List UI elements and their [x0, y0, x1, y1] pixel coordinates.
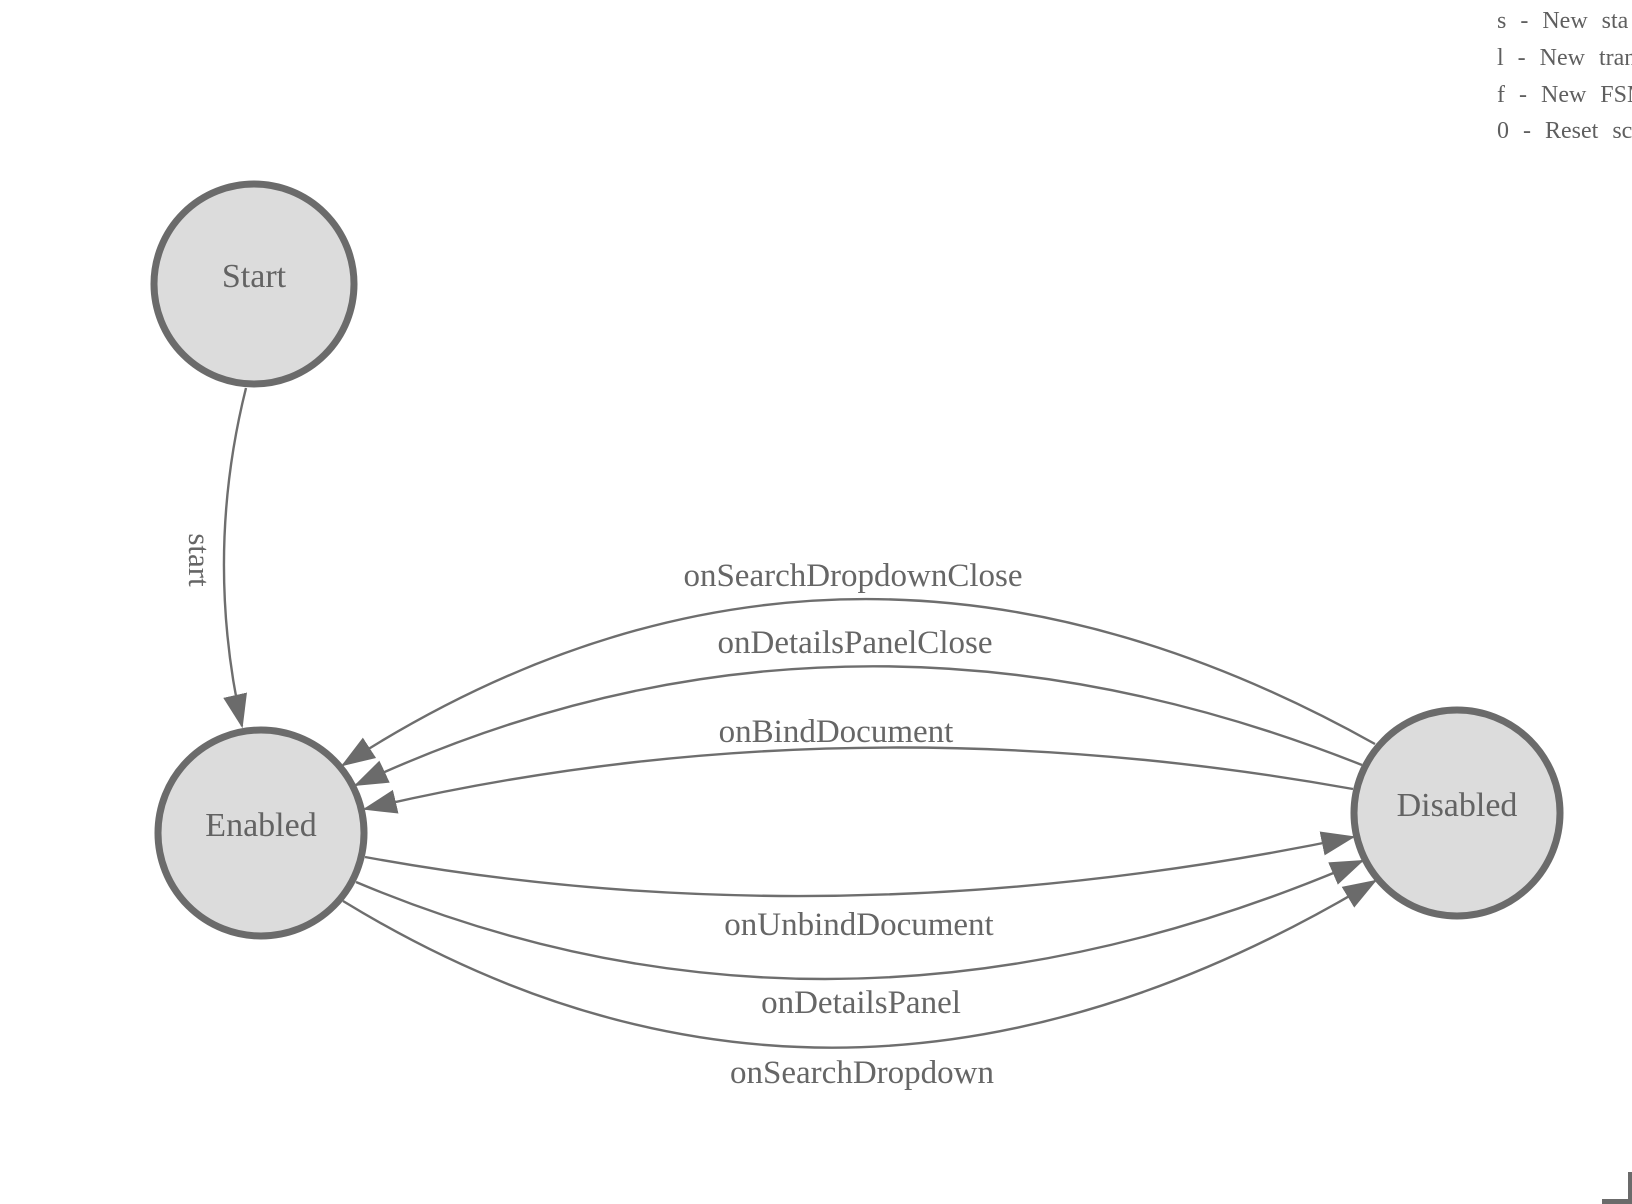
- transition-onbinddocument-label[interactable]: onBindDocument: [719, 714, 954, 750]
- legend-item-new-fsm: f - New FSM: [1497, 82, 1632, 108]
- transition-ondetailspanel-edge[interactable]: [355, 859, 1365, 981]
- edge-labels-layer: start onSearchDropdownClose onDetailsPan…: [182, 533, 1023, 1091]
- state-enabled-label: Enabled: [205, 807, 316, 844]
- transition-ondetailspanelclose-label[interactable]: onDetailsPanelClose: [718, 625, 993, 661]
- transition-ondetailspanelclose-edge[interactable]: [353, 665, 1363, 787]
- state-enabled-circle[interactable]: [154, 726, 368, 940]
- legend-item-reset: 0 - Reset sc: [1497, 118, 1632, 144]
- state-start-label: Start: [222, 258, 287, 295]
- state-disabled-circle[interactable]: [1350, 706, 1564, 920]
- transition-ondetailspanel-label[interactable]: onDetailsPanel: [761, 985, 961, 1021]
- legend-item-new-state: s - New sta: [1497, 8, 1629, 34]
- transition-onsearchdropdown-label[interactable]: onSearchDropdown: [730, 1055, 994, 1091]
- transition-onsearchdropdownclose-edge[interactable]: [340, 597, 1376, 767]
- canvas-corner: [1602, 1172, 1632, 1204]
- transitions-layer: [222, 387, 1378, 1049]
- transition-onunbinddocument-label[interactable]: onUnbindDocument: [724, 907, 993, 943]
- transition-onsearchdropdownclose-label[interactable]: onSearchDropdownClose: [683, 558, 1022, 594]
- legend-item-new-transition: l - New tran: [1497, 45, 1632, 71]
- state-start-circle[interactable]: [150, 180, 358, 388]
- transition-start-edge[interactable]: [222, 387, 248, 729]
- shortcut-legend: s - New sta l - New tran f - New FSM 0 -…: [1497, 8, 1632, 144]
- state-enabled[interactable]: Enabled: [154, 726, 368, 940]
- state-start[interactable]: Start: [150, 180, 358, 388]
- transition-start-label[interactable]: start: [182, 533, 217, 587]
- state-disabled[interactable]: Disabled: [1350, 706, 1564, 920]
- transition-onsearchdropdown-edge[interactable]: [342, 879, 1378, 1049]
- state-disabled-label: Disabled: [1397, 787, 1518, 824]
- canvas-corner-vertical: [1628, 1172, 1632, 1204]
- transition-onunbinddocument-edge[interactable]: [364, 831, 1356, 898]
- transition-onbinddocument-edge[interactable]: [362, 746, 1354, 814]
- canvas-corner-horizontal: [1602, 1199, 1632, 1204]
